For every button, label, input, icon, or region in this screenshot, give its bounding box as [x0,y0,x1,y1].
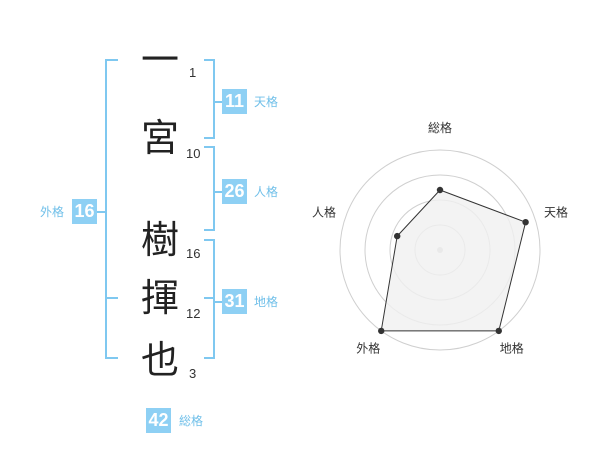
radar-point-2 [522,218,529,226]
jinkaku-bracket [204,146,215,231]
jinkaku-label: 人格 [254,185,279,199]
radar-axis-label-3: 地格 [500,341,524,356]
stroke-count-5: 3 [189,366,197,381]
soukaku-badge: 42 [146,408,171,433]
name-char-1: 一 [140,38,179,82]
radar-polygon [380,189,527,332]
radar-point-5 [394,232,401,240]
radar-ring-4 [339,149,541,351]
name-char-5: 也 [140,338,179,382]
stroke-count-3: 16 [186,246,201,261]
radar-axis-label-4: 外格 [356,341,380,356]
chikaku-badge: 31 [222,289,247,314]
tenkaku-badge: 11 [222,89,247,114]
stroke-count-2: 10 [186,146,201,161]
jinkaku-badge: 26 [222,179,247,204]
radar-axis-label-1: 総格 [428,120,452,135]
name-char-4: 揮 [140,276,179,320]
radar-axis-label-5: 人格 [312,204,336,219]
gaikaku-badge: 16 [72,199,97,224]
stroke-count-1: 1 [189,65,197,80]
gaikaku-bracket [105,59,118,359]
tenkaku-bracket [204,59,215,139]
chikaku-label: 地格 [254,295,279,309]
radar-axis-label-2: 天格 [544,204,568,219]
stroke-count-4: 12 [186,306,201,321]
radar-point-4 [378,327,385,335]
radar-point-3 [495,327,502,335]
name-char-3: 樹 [140,218,179,262]
tenkaku-label: 天格 [254,95,279,109]
name-char-2: 宮 [140,116,179,160]
soukaku-label: 総格 [179,414,204,428]
gaikaku-label: 外格 [40,205,65,219]
radar-point-1 [436,186,444,194]
